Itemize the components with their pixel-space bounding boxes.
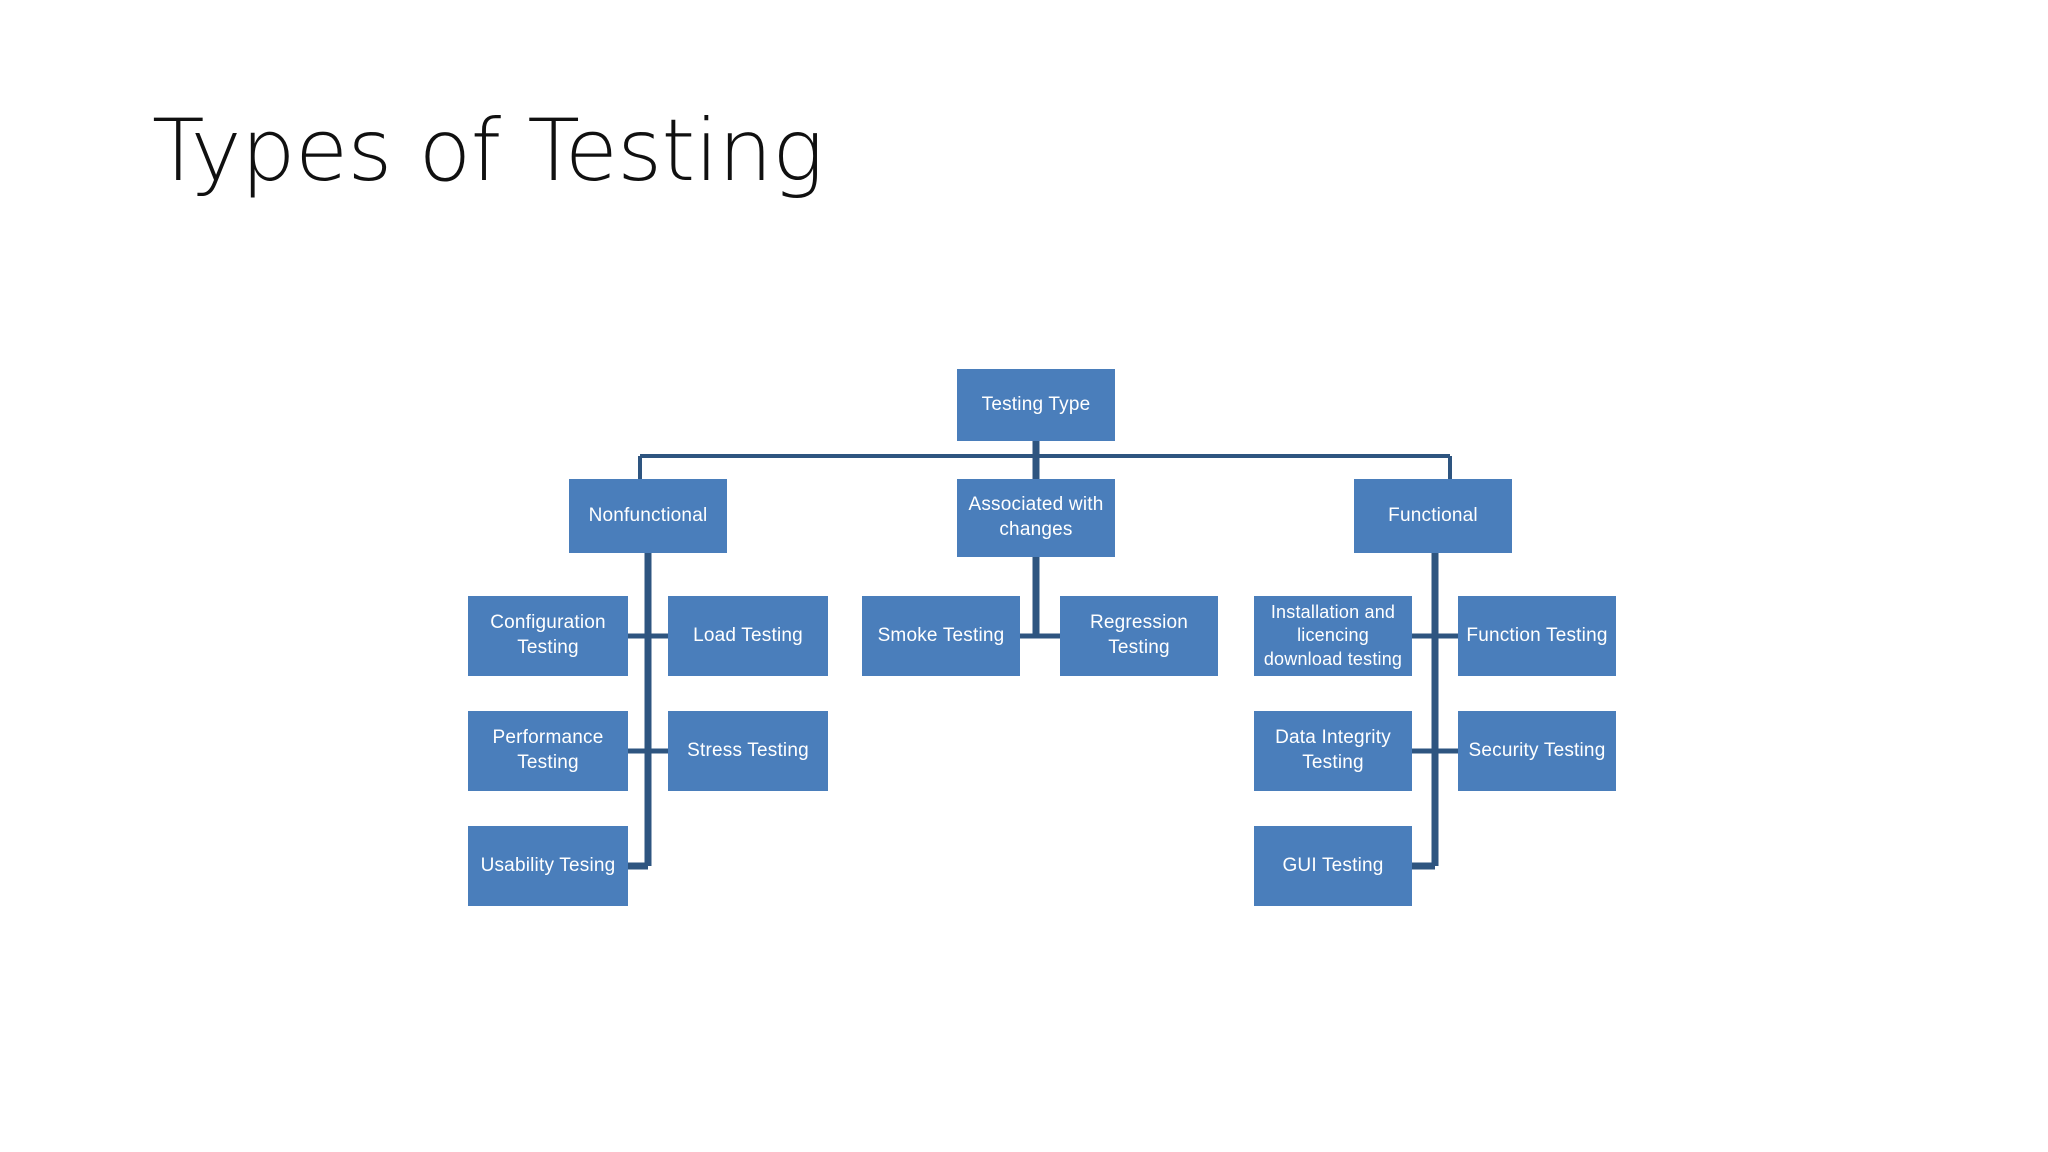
node-functional[interactable]: Functional: [1354, 479, 1512, 553]
node-stress-testing[interactable]: Stress Testing: [668, 711, 828, 791]
node-configuration-testing[interactable]: Configuration Testing: [468, 596, 628, 676]
node-associated-with-changes[interactable]: Associated with changes: [957, 479, 1115, 557]
node-smoke-testing[interactable]: Smoke Testing: [862, 596, 1020, 676]
node-nonfunctional[interactable]: Nonfunctional: [569, 479, 727, 553]
node-testing-type[interactable]: Testing Type: [957, 369, 1115, 441]
node-installation-licencing-download-testing[interactable]: Installation and licencing download test…: [1254, 596, 1412, 676]
node-security-testing[interactable]: Security Testing: [1458, 711, 1616, 791]
node-usability-tesing[interactable]: Usability Tesing: [468, 826, 628, 906]
page-title: Types of Testing: [152, 101, 824, 201]
node-regression-testing[interactable]: Regression Testing: [1060, 596, 1218, 676]
node-performance-testing[interactable]: Performance Testing: [468, 711, 628, 791]
node-load-testing[interactable]: Load Testing: [668, 596, 828, 676]
node-data-integrity-testing[interactable]: Data Integrity Testing: [1254, 711, 1412, 791]
node-function-testing[interactable]: Function Testing: [1458, 596, 1616, 676]
node-gui-testing[interactable]: GUI Testing: [1254, 826, 1412, 906]
